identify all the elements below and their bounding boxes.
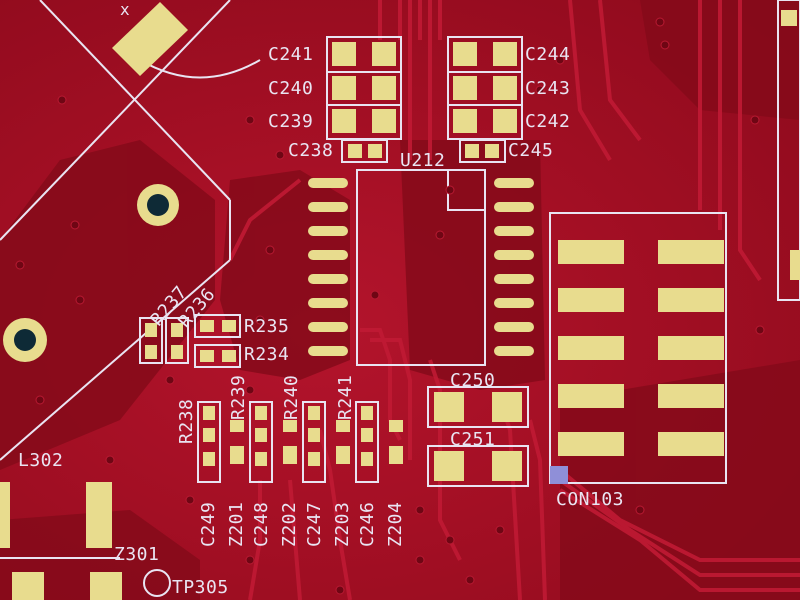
vias — [15, 17, 765, 595]
label-c251: C251 — [450, 429, 496, 450]
label-c247: C247 — [304, 501, 325, 547]
label-r235: R235 — [244, 316, 290, 337]
label-r241: R241 — [335, 374, 356, 420]
label-r238: R238 — [176, 398, 197, 444]
label-c250: C250 — [450, 370, 496, 391]
label-c242: C242 — [525, 111, 571, 132]
label-c245: C245 — [508, 140, 554, 161]
label-c249: C249 — [198, 501, 219, 547]
label-x-mark: x — [120, 0, 131, 19]
label-z202: Z202 — [279, 501, 300, 547]
label-z203: Z203 — [332, 501, 353, 547]
label-c240: C240 — [268, 78, 314, 99]
label-c244: C244 — [525, 44, 571, 65]
label-z204: Z204 — [385, 501, 406, 547]
label-c248: C248 — [251, 501, 272, 547]
label-con103: CON103 — [556, 489, 625, 510]
label-tp305: TP305 — [172, 577, 229, 598]
copper-traces — [228, 0, 800, 600]
label-u212: U212 — [400, 150, 446, 171]
label-z201: Z201 — [226, 501, 247, 547]
label-r240: R240 — [281, 374, 302, 420]
label-r234: R234 — [244, 344, 290, 365]
label-c239: C239 — [268, 111, 314, 132]
label-c238: C238 — [288, 140, 334, 161]
label-z301: Z301 — [114, 544, 160, 565]
label-c246: C246 — [357, 501, 378, 547]
label-r239: R239 — [228, 374, 249, 420]
label-l302: L302 — [18, 450, 64, 471]
label-c243: C243 — [525, 78, 571, 99]
plated-holes — [3, 184, 179, 362]
label-c241: C241 — [268, 44, 314, 65]
